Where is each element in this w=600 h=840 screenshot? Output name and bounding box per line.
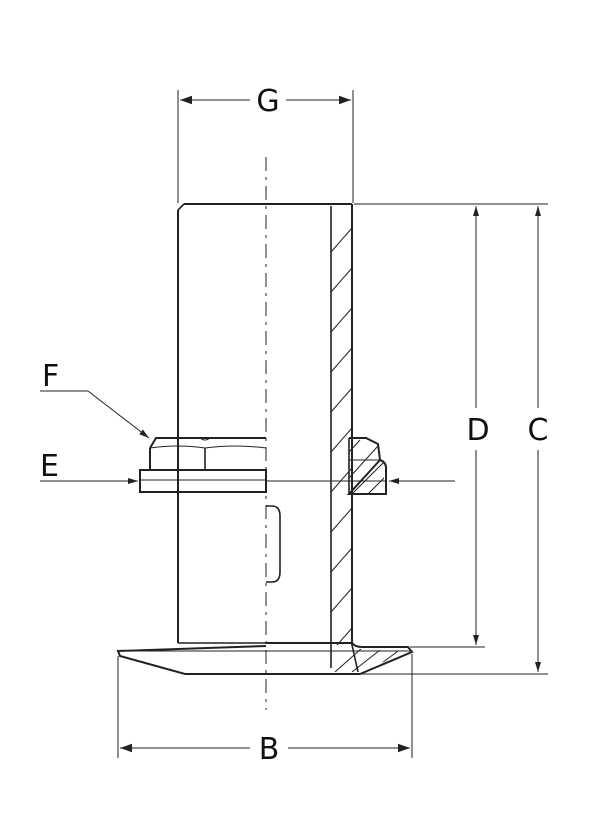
label-d: D (466, 413, 489, 448)
tube-body (177, 203, 353, 668)
label-g: G (256, 84, 279, 119)
dimension-c: C (362, 203, 549, 675)
hex-nut (149, 437, 267, 471)
label-f: F (42, 359, 59, 394)
flange (116, 642, 414, 675)
dimension-g: G (177, 84, 354, 203)
wall-hatching (331, 227, 352, 645)
washer (139, 469, 267, 493)
label-c: C (528, 413, 549, 448)
dimension-b: B (117, 654, 413, 767)
clamp-section (346, 437, 387, 495)
label-b: B (259, 732, 280, 767)
dimension-d: D (354, 203, 490, 648)
label-e: E (40, 449, 59, 484)
dimension-e: E (40, 449, 455, 484)
dimension-f: F (40, 359, 150, 439)
tube-slot (266, 505, 281, 583)
